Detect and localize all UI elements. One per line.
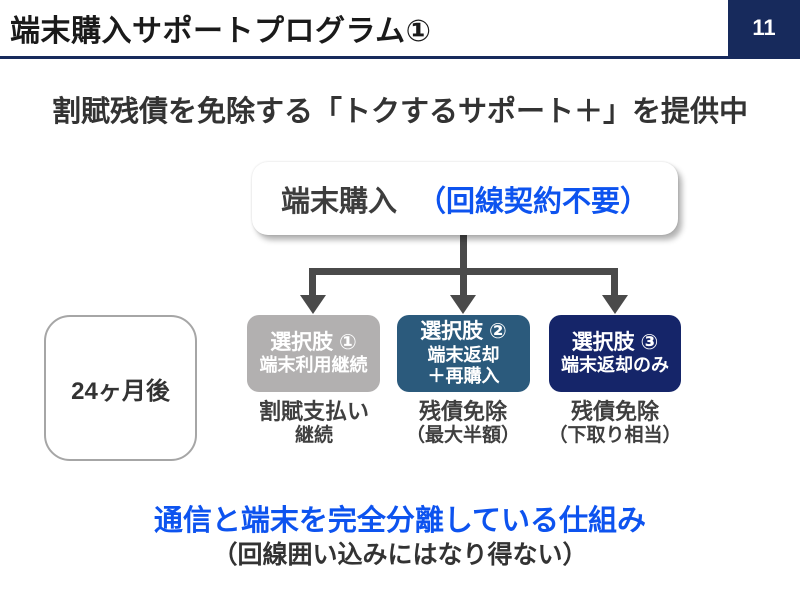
result-text: 割賦支払い [258,399,369,424]
arrow-down-icon [450,295,476,314]
option-box-2: 選択肢 ② 端末返却 ＋再購入 [397,315,530,392]
option-3-heading: 選択肢 ③ [571,330,659,354]
conclusion-note: （回線囲い込みにはなり得ない） [212,541,588,569]
option-1-result: 割賦支払い 継続 [229,399,399,448]
root-box-note: （回線契約不要） [417,185,650,218]
result-text: 残債免除 [570,399,659,424]
option-1-heading: 選択肢 ① [270,330,357,354]
option-2-result: 残債免除 （最大半額） [378,399,548,448]
result-text: （下取り相当） [548,425,682,447]
timeline-box: 24ヶ月後 [44,315,197,461]
result-text: 継続 [294,425,333,447]
connector-horizontal [309,268,618,275]
option-3-line: 端末返却のみ [561,355,669,376]
option-2-line: 端末返却 [427,344,500,365]
result-text: 残債免除 [418,399,507,424]
conclusion-text: 通信と端末を完全分離している仕組み [153,505,647,537]
arrow-down-icon [300,295,326,314]
subtitle: 割賦残債を免除する「トクするサポート＋」を提供中 [51,96,748,128]
result-text: （最大半額） [405,425,520,447]
root-box-label: 端末購入 [280,185,397,218]
option-3-result: 残債免除 （下取り相当） [530,399,700,448]
option-box-3: 選択肢 ③ 端末返却のみ [549,315,681,392]
option-box-1: 選択肢 ① 端末利用継続 [247,315,380,392]
option-2-heading: 選択肢 ② [420,319,507,343]
option-2-line: ＋再購入 [427,365,500,386]
option-1-line: 端末利用継続 [259,355,368,376]
header-divider [0,56,800,59]
connector-center-stem [460,234,467,296]
connector-left-stem [309,268,316,296]
page-number-badge: 11 [728,0,800,56]
arrow-down-icon [602,295,628,314]
page-title: 端末購入サポートプログラム① [10,15,432,48]
flow-root-box: 端末購入 （回線契約不要） [252,162,678,235]
connector-right-stem [611,268,618,296]
